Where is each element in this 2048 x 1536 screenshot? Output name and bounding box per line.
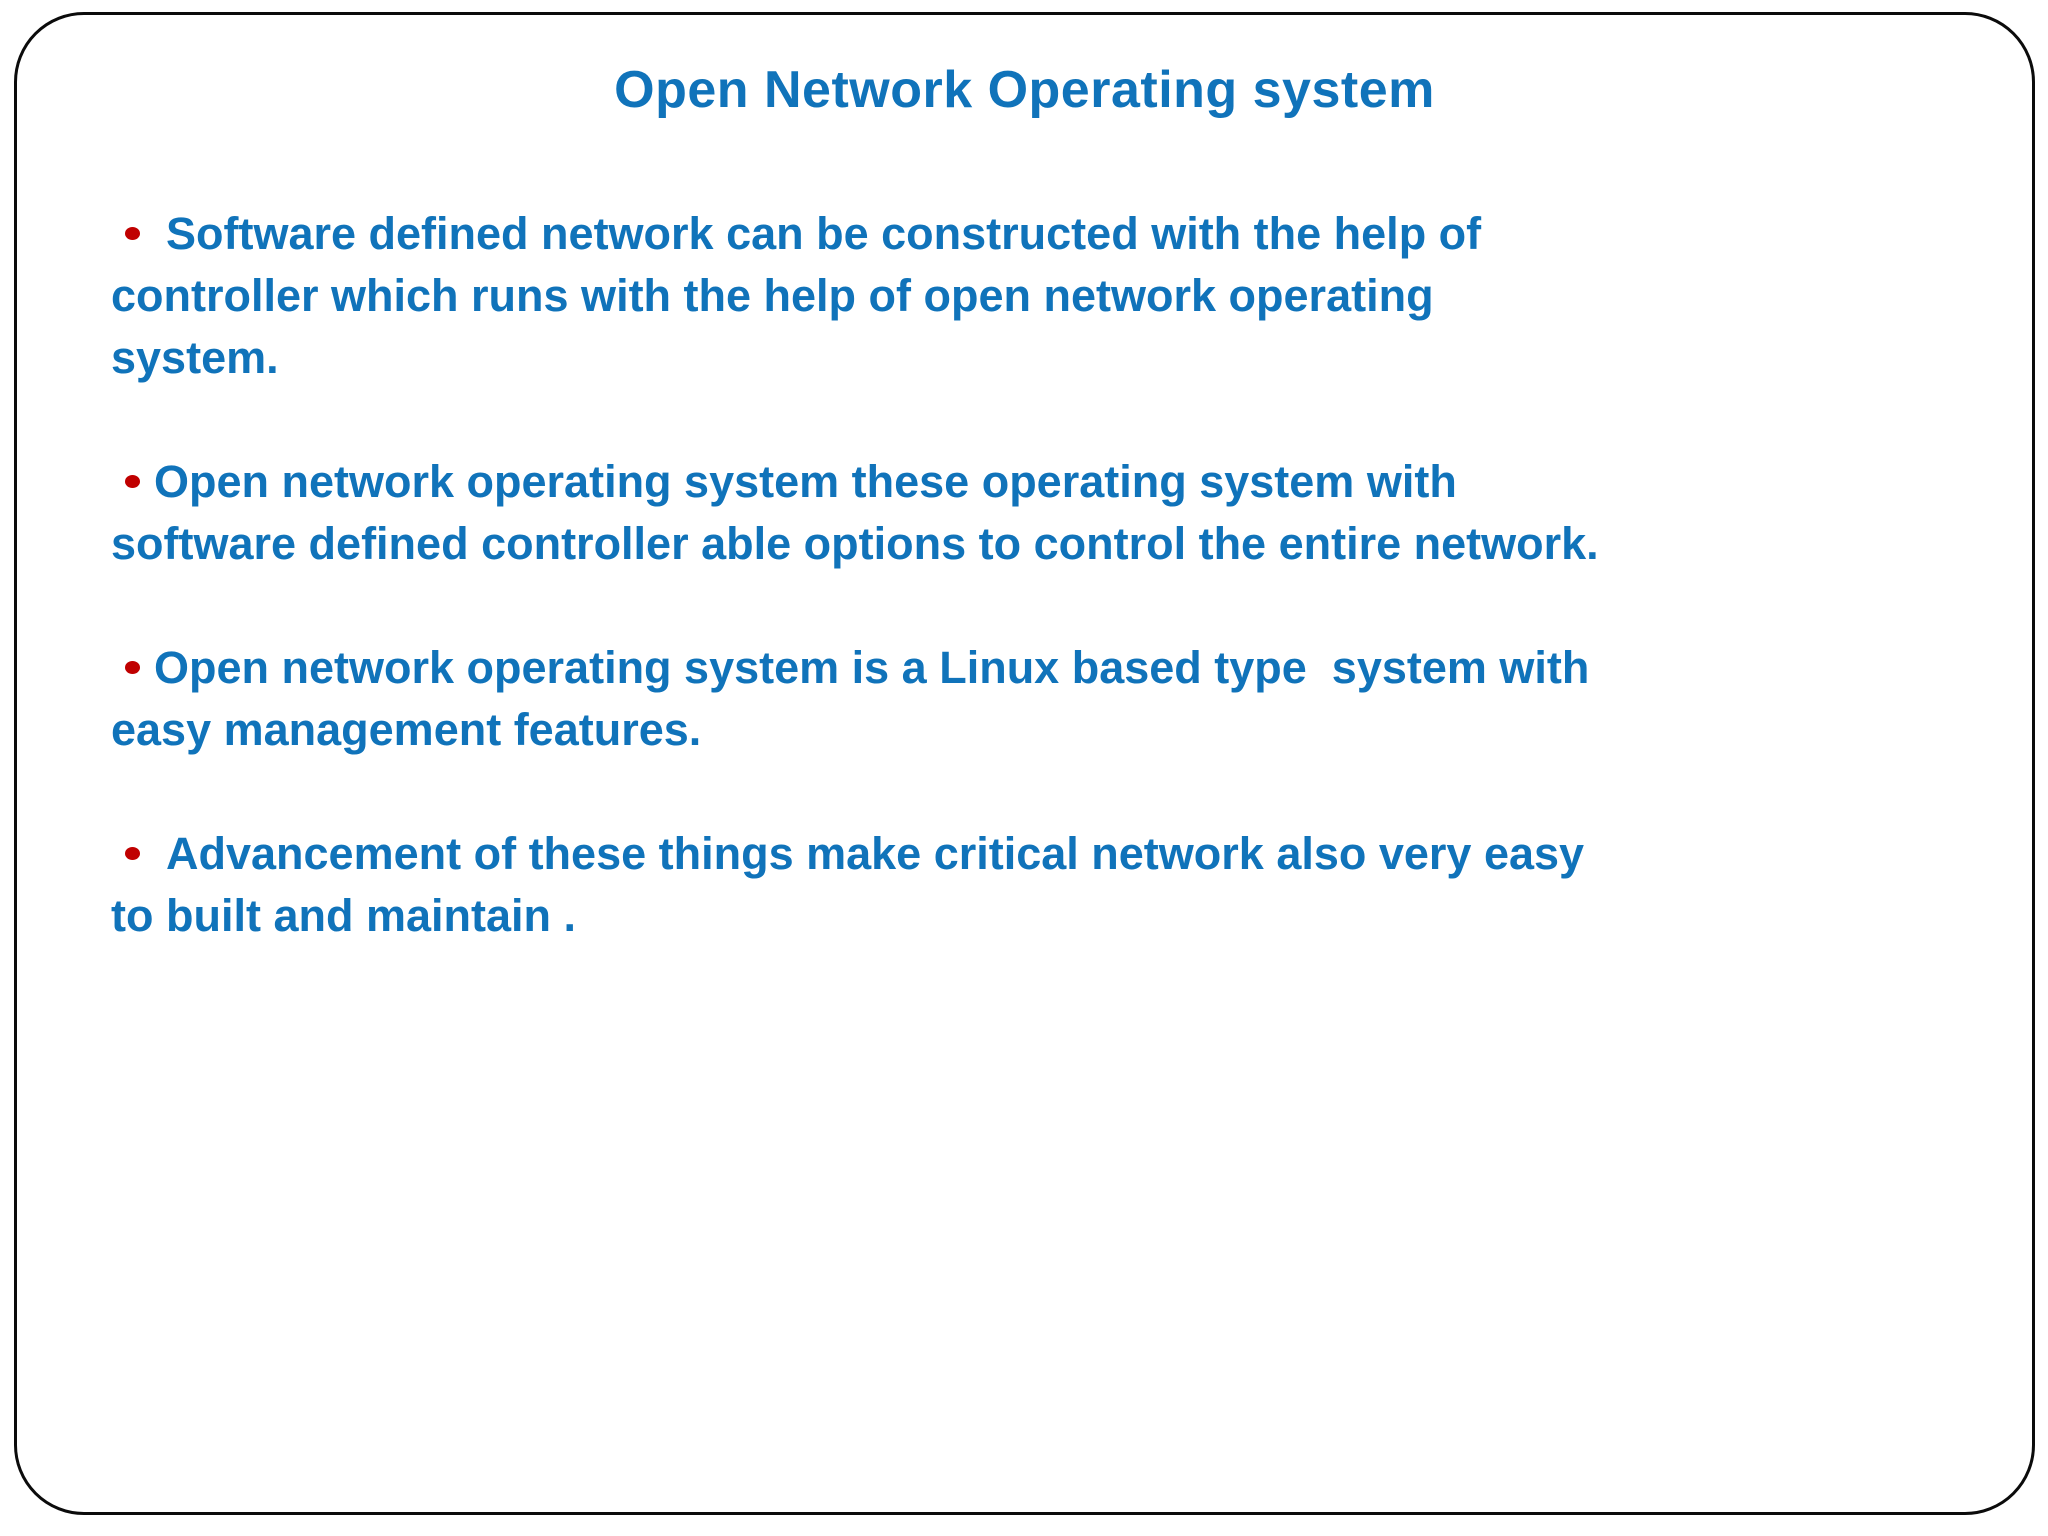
bullet-line: easy management features. (111, 699, 1951, 761)
bullet-line-text: to built and maintain . (111, 890, 576, 941)
bullet-line: Advancement of these things make critica… (111, 823, 1951, 885)
bullet-line: software defined controller able options… (111, 513, 1951, 575)
bullet-icon (125, 660, 140, 674)
bullet-line-text: Open network operating system these oper… (154, 456, 1457, 507)
bullet-line: system. (111, 327, 1951, 389)
slide-border-frame: Open Network Operating system Software d… (14, 12, 2035, 1515)
bullet-paragraph: Advancement of these things make critica… (111, 823, 1951, 947)
bullet-line-text: Open network operating system is a Linux… (154, 642, 1590, 693)
bullet-line: controller which runs with the help of o… (111, 265, 1951, 327)
bullet-line: to built and maintain . (111, 885, 1951, 947)
bullet-line: Open network operating system these oper… (111, 451, 1951, 513)
bullet-line-text: software defined controller able options… (111, 518, 1599, 569)
bullet-paragraph: Open network operating system is a Linux… (111, 637, 1951, 761)
bullet-line-text: easy management features. (111, 704, 702, 755)
slide-title: Open Network Operating system (614, 61, 1435, 119)
bullet-line-text: Advancement of these things make critica… (166, 828, 1585, 879)
bullet-line-text: Software defined network can be construc… (166, 208, 1482, 259)
bullet-icon (125, 846, 140, 860)
bullet-line: Software defined network can be construc… (111, 203, 1951, 265)
slide-body: Software defined network can be construc… (111, 203, 1951, 1009)
bullet-paragraph: Open network operating system these oper… (111, 451, 1951, 575)
bullet-paragraph: Software defined network can be construc… (111, 203, 1951, 389)
bullet-line-text: system. (111, 332, 279, 383)
bullet-icon (125, 226, 140, 240)
bullet-line-text: controller which runs with the help of o… (111, 270, 1434, 321)
bullet-icon (125, 474, 140, 488)
bullet-line: Open network operating system is a Linux… (111, 637, 1951, 699)
